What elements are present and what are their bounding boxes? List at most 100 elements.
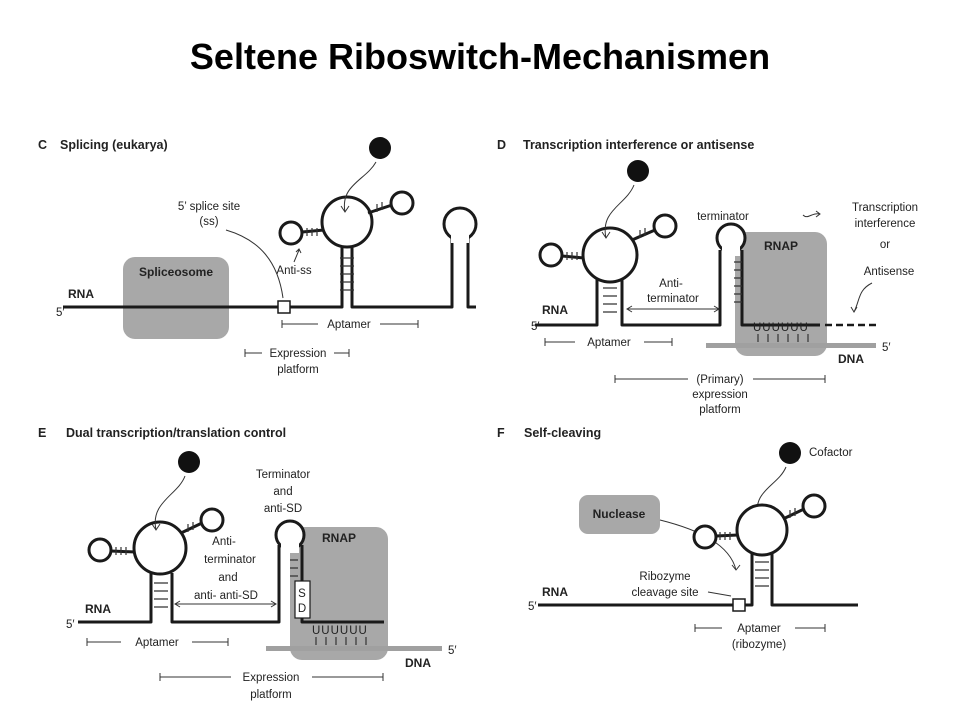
e-rnap-label: RNAP (322, 531, 356, 545)
panel-d-letter: D (497, 138, 506, 152)
d-rnap-label: RNAP (764, 239, 798, 253)
c-ligand-arrow (340, 161, 377, 213)
c-splice-site-label: 5’ splice site (178, 201, 240, 213)
f-nuclease-box (579, 495, 660, 534)
panel-f-letter: F (497, 426, 505, 440)
f-stem-left (715, 533, 739, 538)
f-cofactor-label: Cofactor (809, 447, 853, 459)
d-ti-label-2: interference (855, 218, 916, 230)
d-anti-label: Anti- (659, 278, 683, 290)
c-rna-strand-2 (350, 238, 454, 309)
e-anti-label-3: and (218, 572, 237, 584)
f-hairpin-left (692, 524, 718, 550)
c-stem-left (301, 228, 325, 234)
f-aptamer-label-2: (ribozyme) (732, 639, 786, 651)
d-aptamer-bracket (544, 338, 673, 346)
e-rnap-box (290, 527, 388, 660)
panel-f: F Self-cleaving Cofactor Nuclease Ribozy… (497, 426, 858, 651)
panel-e-letter: E (38, 426, 46, 440)
e-term-label: Terminator (256, 469, 310, 481)
panel-f-heading: Self-cleaving (524, 426, 601, 440)
c-hairpin-gap (451, 233, 469, 243)
c-stem-right (367, 203, 393, 215)
e-aptamer-loop (132, 520, 188, 576)
e-expression-label: Expression (243, 672, 300, 684)
e-rna-label: RNA (85, 602, 111, 616)
f-nuclease-label: Nuclease (593, 507, 646, 521)
f-aptamer-loop (735, 503, 789, 557)
c-five-prime: 5′ (56, 307, 65, 319)
e-ligand-arrow (151, 475, 186, 531)
f-five-prime: 5′ (528, 601, 537, 613)
e-anti-label-4: anti- anti-SD (194, 590, 258, 602)
panel-c-heading: Splicing (eukarya) (60, 138, 168, 152)
d-ti-arrow (802, 210, 821, 218)
c-splice-site-box (277, 300, 291, 314)
c-anti-ss-label: Anti-ss (276, 265, 311, 277)
d-stem-left (561, 254, 585, 260)
e-dna-strand (266, 646, 442, 651)
d-rna-label: RNA (542, 303, 568, 317)
d-or-label: or (880, 239, 890, 251)
d-dna-five-prime: 5′ (882, 342, 891, 354)
e-uuuuuu: UUUUUU (312, 625, 368, 637)
f-stem-right (782, 507, 805, 521)
d-rna-strand-2 (620, 250, 722, 327)
d-aptamer-label: Aptamer (587, 337, 631, 349)
d-antisense-arrow (850, 282, 873, 313)
d-rna-strand-3 (740, 250, 820, 327)
e-expression-label-2: platform (250, 689, 292, 701)
panel-e: E Dual transcription/translation control… (38, 426, 457, 701)
d-primary-label: (Primary) (696, 374, 743, 386)
spliceosome-box (123, 257, 229, 339)
f-base-pairs (719, 508, 796, 587)
d-anti-arrow (626, 305, 720, 313)
c-aptamer-loop (320, 195, 374, 249)
c-expression-label-2: platform (277, 364, 319, 376)
e-stem-right (180, 521, 203, 535)
c-hairpin-left (278, 220, 304, 246)
d-base-pairs (566, 228, 742, 313)
e-sd-box (294, 580, 311, 619)
d-dna-label: DNA (838, 352, 864, 366)
f-rna-label: RNA (542, 585, 568, 599)
panel-c-letter: C (38, 138, 47, 152)
f-aptamer-bracket (694, 624, 826, 632)
c-rna-strand (63, 242, 344, 309)
d-dna-pairs (757, 334, 809, 342)
c-aptamer-bracket (281, 320, 419, 328)
d-stem-right (631, 228, 656, 242)
c-expression-bracket (244, 349, 350, 357)
c-aptamer-label: Aptamer (327, 319, 371, 331)
e-rna-strand (78, 573, 153, 624)
d-rna-strand (535, 278, 599, 327)
e-aptamer-bracket (86, 638, 229, 646)
d-ligand (627, 160, 649, 182)
e-hairpin-gap (281, 543, 299, 553)
e-sd-d: D (298, 603, 306, 615)
panel-d-heading: Transcription interference or antisense (523, 138, 754, 152)
c-anti-ss-arrow (293, 248, 302, 263)
f-ribozyme-label: Ribozyme (639, 571, 690, 583)
e-dna-five-prime: 5′ (448, 645, 457, 657)
e-term-label-3: anti-SD (264, 503, 302, 515)
e-aptamer-label: Aptamer (135, 637, 179, 649)
e-dna-label: DNA (405, 656, 431, 670)
e-base-pairs (115, 522, 194, 608)
d-hairpin-gap (722, 246, 740, 256)
e-rna-strand-2 (170, 545, 281, 624)
c-rna-strand-3 (466, 238, 476, 309)
e-hairpin-right (199, 507, 225, 533)
d-dna-strand (706, 343, 876, 348)
d-primary-bracket (614, 375, 826, 383)
panel-e-heading: Dual transcription/translation control (66, 426, 286, 440)
panel-c: C Splicing (eukarya) Spliceosome 5’ spli… (38, 137, 478, 376)
c-expression-label: Expression (270, 348, 327, 360)
d-hairpin-right (652, 213, 678, 239)
d-anti-label-2: terminator (647, 293, 699, 305)
e-five-prime: 5′ (66, 619, 75, 631)
e-term-label-2: and (273, 486, 292, 498)
e-ligand (178, 451, 200, 473)
c-splice-site-label-2: (ss) (199, 216, 218, 228)
